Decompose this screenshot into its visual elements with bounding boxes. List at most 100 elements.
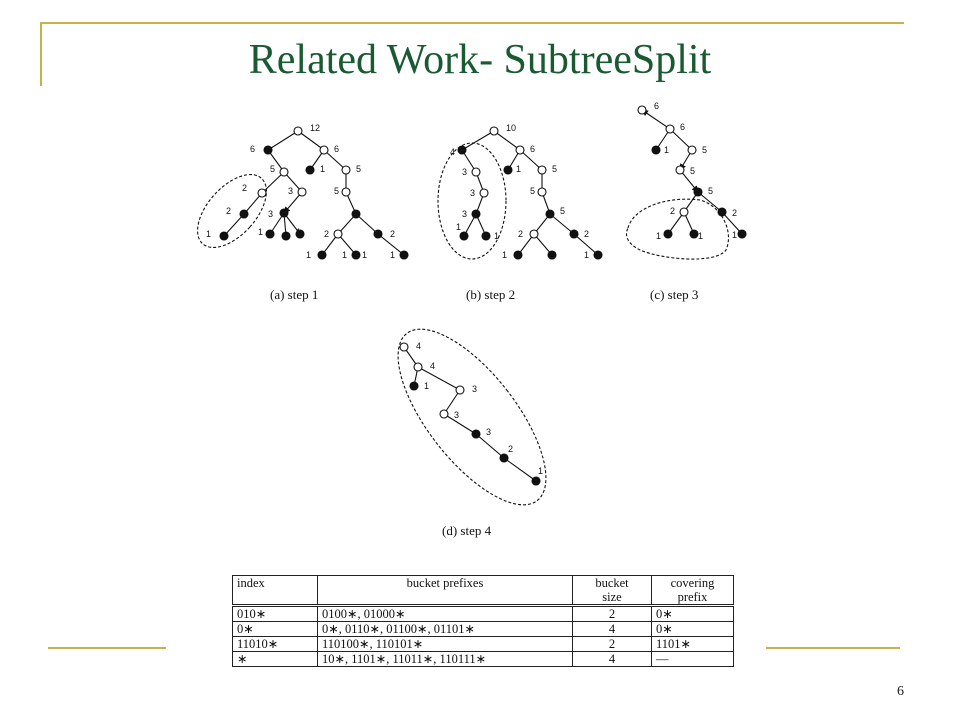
svg-text:4: 4 — [416, 341, 421, 351]
tree-step-3-labels: 6 6 1 5 5 5 2 2 1 1 1 — [654, 101, 737, 241]
svg-text:6: 6 — [654, 101, 659, 111]
svg-text:5: 5 — [334, 186, 339, 196]
table-row: ∗ 10∗, 1101∗, 11011∗, 110111∗ 4 — — [232, 651, 734, 667]
frame-left-line — [40, 22, 42, 86]
caption-step-2: (b) step 2 — [466, 287, 515, 302]
cell-index: 11010∗ — [232, 636, 318, 652]
svg-text:2: 2 — [518, 229, 523, 239]
svg-text:5: 5 — [708, 186, 713, 196]
svg-text:3: 3 — [486, 427, 491, 437]
tree-step-3 — [625, 105, 747, 260]
svg-text:5: 5 — [530, 186, 535, 196]
svg-text:1: 1 — [320, 164, 325, 174]
cell-index: 010∗ — [232, 605, 318, 622]
caption-step-1: (a) step 1 — [270, 287, 318, 302]
page-number: 6 — [897, 684, 904, 699]
svg-text:6: 6 — [250, 144, 255, 154]
svg-text:5: 5 — [270, 164, 275, 174]
tree-step-2 — [437, 126, 603, 260]
svg-text:1: 1 — [258, 227, 263, 237]
svg-text:1: 1 — [456, 222, 461, 232]
svg-text:1: 1 — [206, 229, 211, 239]
slide-title: Related Work- SubtreeSplit — [248, 37, 712, 83]
svg-text:5: 5 — [552, 164, 557, 174]
svg-text:12: 12 — [310, 123, 320, 133]
svg-text:1: 1 — [732, 230, 737, 240]
svg-text:1: 1 — [390, 250, 395, 260]
svg-text:2: 2 — [508, 444, 513, 454]
cell-bucket-size: 2 — [572, 605, 652, 622]
cell-bucket-prefixes: 0100∗, 01000∗ — [317, 605, 573, 622]
svg-text:5: 5 — [702, 145, 707, 155]
svg-text:10: 10 — [506, 123, 516, 133]
svg-text:1: 1 — [362, 250, 367, 260]
svg-text:5: 5 — [560, 206, 565, 216]
caption-step-4: (d) step 4 — [442, 523, 492, 538]
tree-step-4-labels: 4 4 1 3 3 3 2 1 — [416, 341, 543, 476]
svg-text:1: 1 — [306, 250, 311, 260]
caption-step-3: (c) step 3 — [650, 287, 698, 302]
svg-text:1: 1 — [538, 466, 543, 476]
cell-covering-prefix: — — [651, 651, 734, 667]
cell-bucket-size: 4 — [572, 651, 652, 667]
header-bucket-prefixes: bucket prefixes — [317, 575, 573, 606]
cell-bucket-size: 4 — [572, 621, 652, 637]
cell-bucket-prefixes: 0∗, 0110∗, 01100∗, 01101∗ — [317, 621, 573, 637]
frame-bottom-left-line — [48, 647, 166, 649]
svg-text:6: 6 — [530, 144, 535, 154]
svg-text:5: 5 — [690, 166, 695, 176]
cell-bucket-size: 2 — [572, 636, 652, 652]
svg-text:4: 4 — [450, 147, 455, 157]
dashed-subtree-outline — [437, 142, 507, 260]
svg-text:3: 3 — [288, 186, 293, 196]
svg-text:3: 3 — [462, 209, 467, 219]
svg-text:2: 2 — [324, 229, 329, 239]
cell-index: ∗ — [232, 651, 318, 667]
header-index: index — [232, 575, 318, 606]
table-row: 0∗ 0∗, 0110∗, 01100∗, 01101∗ 4 0∗ — [232, 621, 734, 637]
table-row: 11010∗ 110100∗, 110101∗ 2 1101∗ — [232, 636, 734, 652]
svg-text:3: 3 — [462, 167, 467, 177]
svg-text:3: 3 — [470, 188, 475, 198]
tree-step-2-labels: 10 4 6 3 5 3 5 3 5 2 2 1 1 1 1 1 — [450, 123, 589, 260]
svg-text:1: 1 — [424, 381, 429, 391]
tree-step-1-labels: 12 6 6 5 5 3 5 2 2 3 1 1 1 2 2 1 1 1 1 1 — [206, 123, 395, 260]
svg-text:2: 2 — [226, 206, 231, 216]
svg-text:1: 1 — [342, 250, 347, 260]
svg-text:2: 2 — [584, 229, 589, 239]
svg-text:5: 5 — [356, 164, 361, 174]
frame-top-line — [40, 22, 904, 24]
svg-text:1: 1 — [502, 250, 507, 260]
svg-text:1: 1 — [656, 231, 661, 241]
cell-covering-prefix: 1101∗ — [651, 636, 734, 652]
svg-text:1: 1 — [698, 231, 703, 241]
svg-text:6: 6 — [680, 122, 685, 132]
svg-text:1: 1 — [296, 227, 301, 237]
tree-step-4 — [397, 328, 547, 506]
tree-step-1 — [197, 126, 409, 260]
svg-text:1: 1 — [584, 250, 589, 260]
svg-text:3: 3 — [472, 384, 477, 394]
svg-text:2: 2 — [670, 206, 675, 216]
cell-covering-prefix: 0∗ — [651, 621, 734, 637]
svg-text:1: 1 — [494, 231, 499, 241]
svg-text:2: 2 — [242, 183, 247, 193]
dashed-subtree-outline — [397, 328, 547, 506]
frame-bottom-right-line — [766, 647, 900, 649]
cell-index: 0∗ — [232, 621, 318, 637]
cell-bucket-prefixes: 110100∗, 110101∗ — [317, 636, 573, 652]
svg-text:4: 4 — [430, 361, 435, 371]
table-row: 010∗ 0100∗, 01000∗ 2 0∗ — [232, 605, 734, 622]
svg-text:6: 6 — [334, 144, 339, 154]
svg-text:3: 3 — [454, 410, 459, 420]
dashed-subtree-outline — [197, 174, 267, 248]
cell-bucket-prefixes: 10∗, 1101∗, 11011∗, 110111∗ — [317, 651, 573, 667]
dashed-subtree-outline — [625, 198, 730, 260]
svg-text:2: 2 — [390, 229, 395, 239]
svg-text:1: 1 — [664, 145, 669, 155]
